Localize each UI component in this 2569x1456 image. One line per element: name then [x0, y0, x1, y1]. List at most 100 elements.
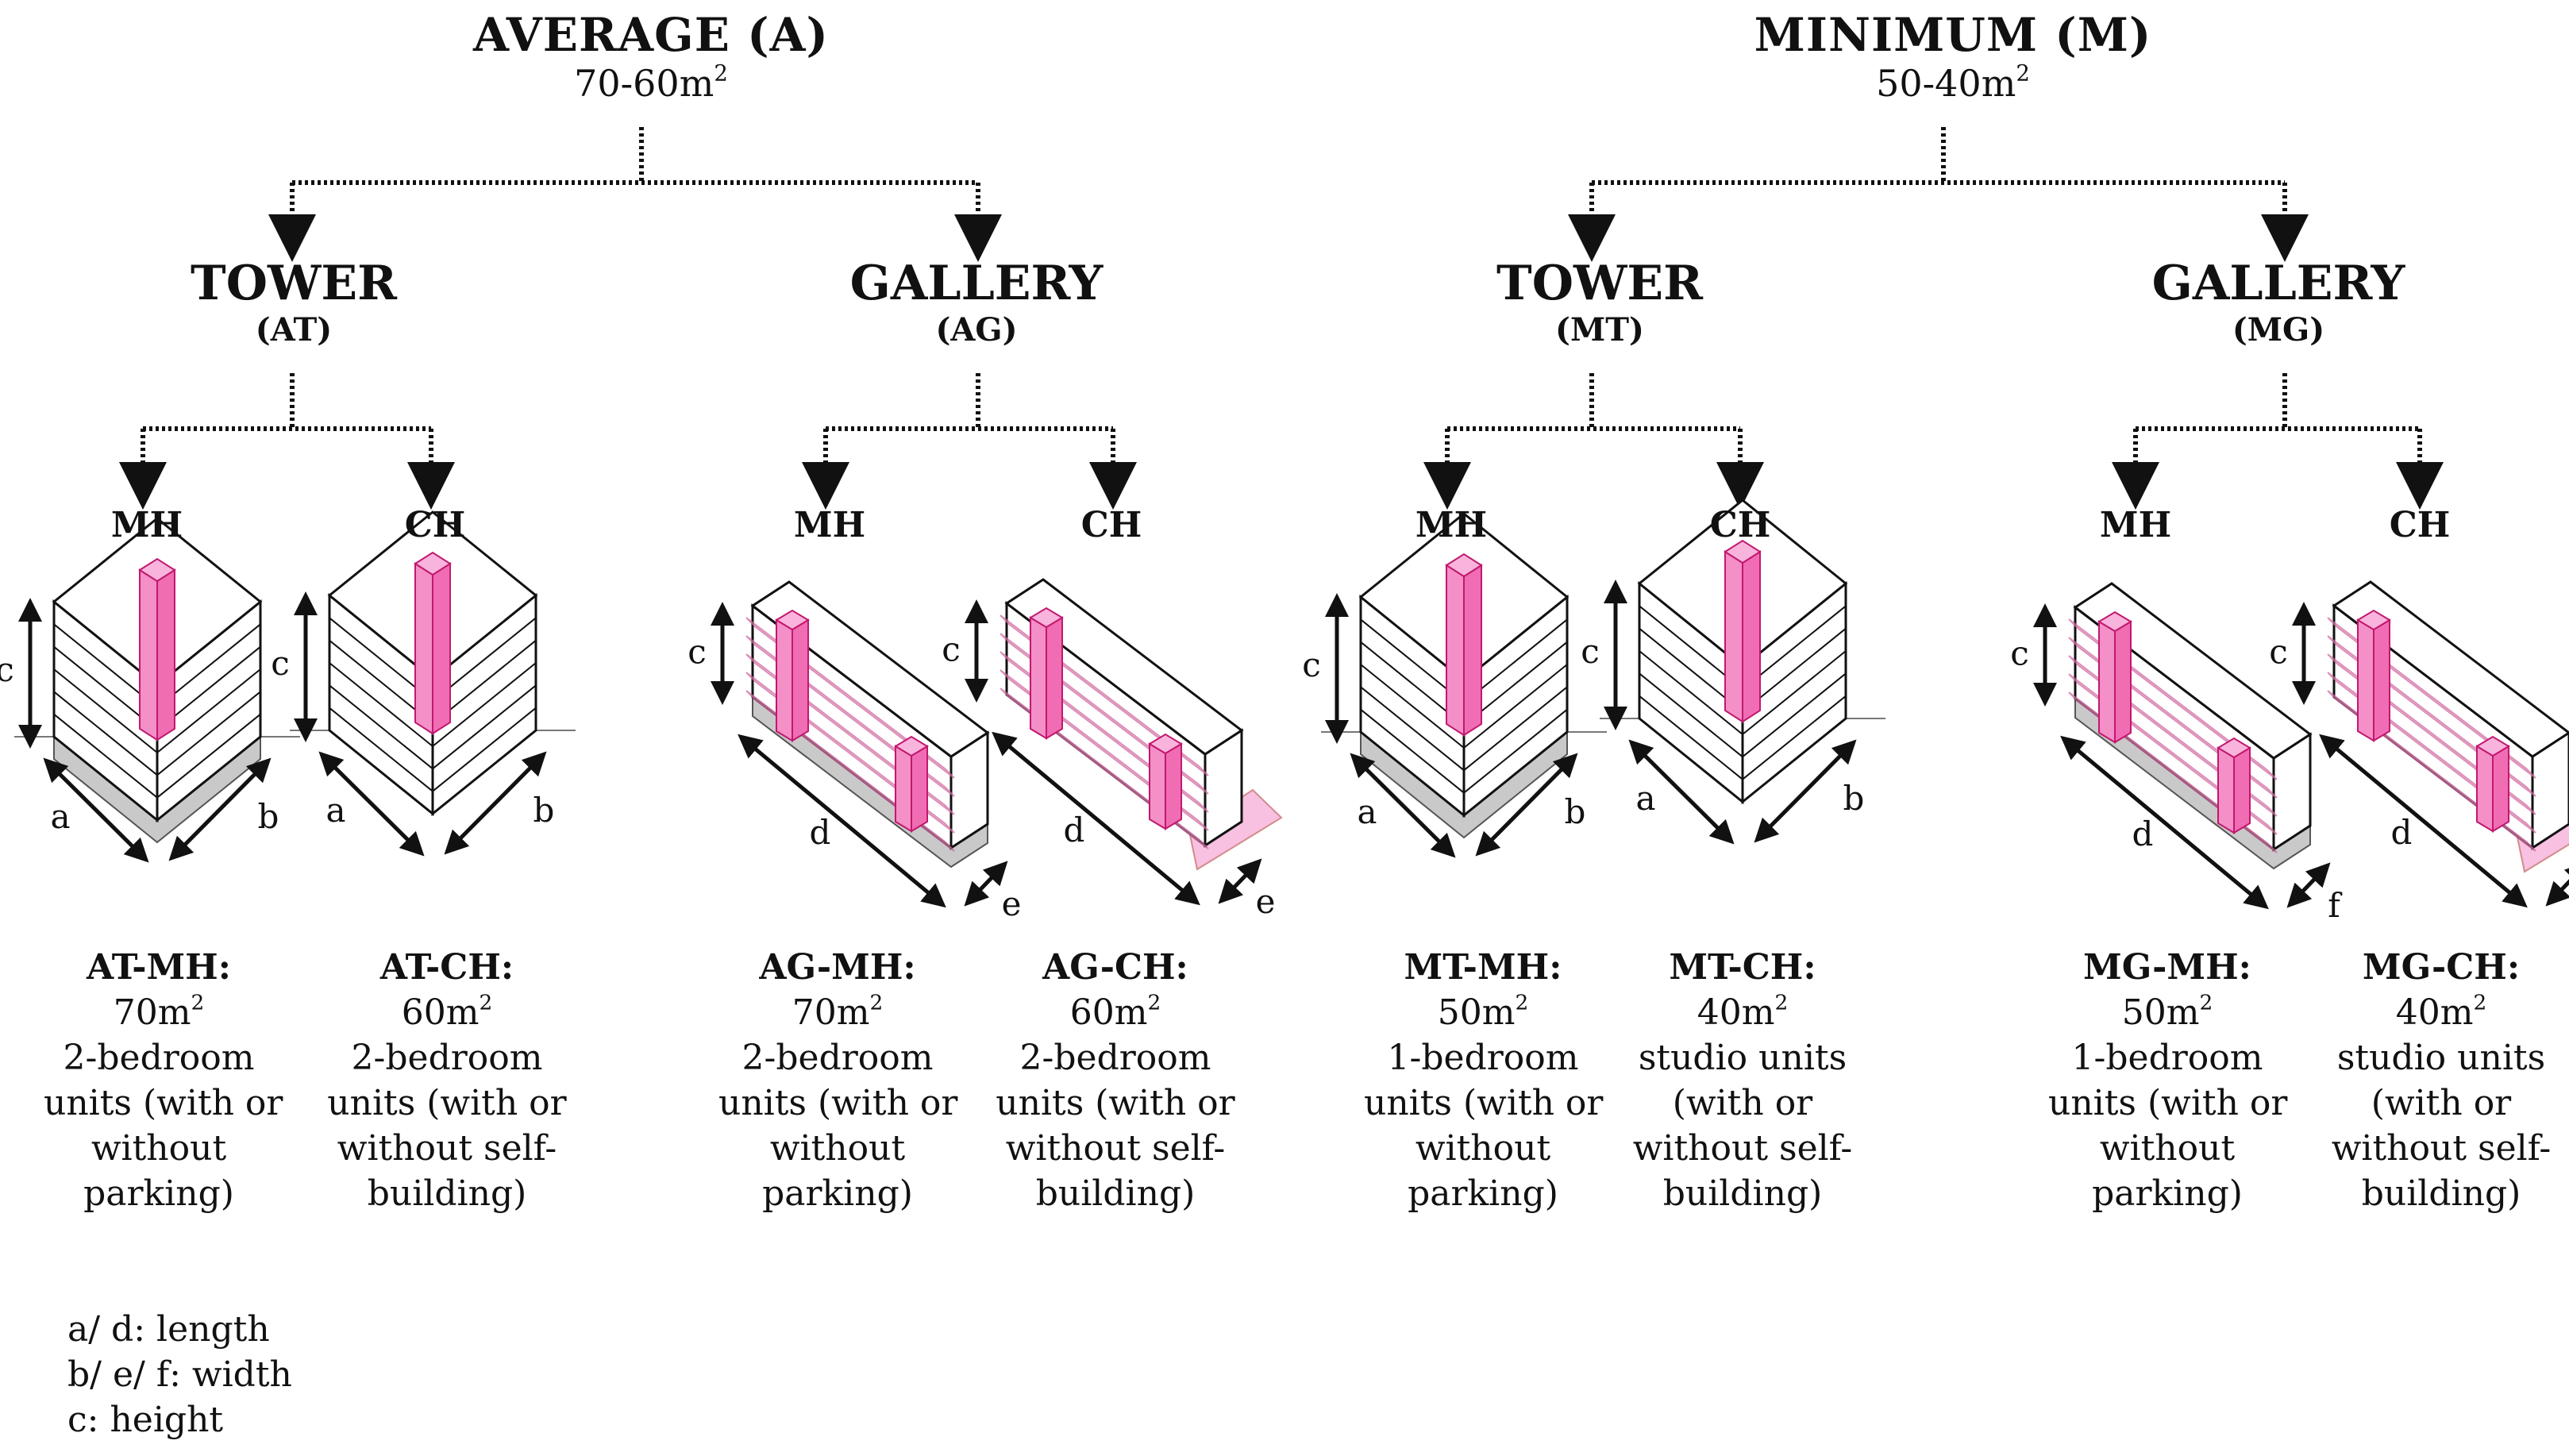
core-left-face	[2217, 746, 2235, 834]
unit-area: 50m2	[2121, 990, 2213, 1033]
legend-item: c: height	[67, 1400, 224, 1440]
type-heading-at: TOWER (AT)	[143, 256, 445, 349]
legend-item: b/ e/ f: width	[67, 1354, 292, 1395]
variant-label: MH	[2099, 505, 2172, 545]
floor-line	[329, 684, 537, 770]
unit-area: 40m2	[1697, 990, 1789, 1033]
gallery-end-wall	[2531, 731, 2569, 850]
dimension-arrow	[43, 757, 149, 863]
dimension-arrow	[444, 751, 547, 855]
floor-line	[1360, 708, 1568, 794]
dimension-label: c	[0, 650, 14, 689]
type-heading-ag: GALLERY (AG)	[826, 256, 1127, 349]
floor-line	[329, 707, 537, 792]
dimension-arrow	[318, 751, 425, 857]
floor-line	[329, 662, 537, 748]
floor-line	[53, 691, 261, 776]
unit-code: MG-MH:	[2083, 947, 2251, 988]
dimension-label: f	[2328, 886, 2343, 925]
unit-code: MT-CH:	[1669, 947, 1816, 988]
dimension-label: a	[1357, 792, 1377, 831]
core-right-face	[156, 568, 175, 741]
dimension-label: b	[533, 791, 555, 830]
group-average: AVERAGE (A) 70-60m2	[429, 8, 873, 105]
core-left-face	[414, 562, 433, 735]
group-minimum: MINIMUM (M) 50-40m2	[1731, 8, 2175, 105]
dimension-arrow	[1218, 858, 1262, 904]
core-left-face	[1724, 550, 1743, 723]
tree-connectors	[119, 127, 2444, 510]
gallery-roof	[750, 580, 990, 758]
unit-area: 60m2	[1069, 990, 1161, 1033]
unit-code: MG-CH:	[2362, 947, 2521, 988]
dimension-label: a	[325, 791, 345, 830]
floor-line	[53, 668, 261, 754]
unit-area: 50m2	[1437, 990, 1529, 1033]
variant-label: CH	[1709, 505, 1771, 545]
unit-code: AG-CH:	[1042, 947, 1188, 988]
dimension-label: b	[1565, 792, 1586, 831]
dimension-arrow	[738, 734, 946, 908]
core-top-face	[2097, 611, 2132, 633]
core-left-face	[1149, 742, 1166, 830]
dimension-label: c	[271, 644, 290, 683]
group-title: AVERAGE (A)	[472, 8, 829, 62]
core-left-face	[776, 618, 793, 742]
core-left-face	[2476, 745, 2494, 833]
core-right-face	[1046, 616, 1063, 740]
core-right-face	[1742, 550, 1761, 723]
core-right-face	[432, 562, 451, 735]
core-right-face	[791, 618, 809, 742]
variant-label: CH	[2389, 505, 2451, 545]
dimension-label: c	[1302, 645, 1321, 684]
dimension-arrow	[2545, 861, 2569, 907]
floor-line	[1360, 686, 1568, 772]
core-right-face	[2233, 746, 2251, 834]
core-top-face	[414, 551, 452, 576]
unit-code: MT-MH:	[1404, 947, 1562, 988]
unit-description-ag-mh: AG-MH: 70m2 2-bedroom units (with or wit…	[718, 945, 957, 1216]
group-area: 70-60m2	[574, 60, 728, 105]
dimension-label: d	[2132, 815, 2154, 853]
floor-line	[1360, 664, 1568, 749]
variant-label: CH	[404, 505, 466, 545]
tower-building: c a b	[271, 510, 576, 857]
floor-line	[53, 713, 261, 799]
dimension-label: d	[2391, 813, 2413, 852]
dimension-arrow	[1475, 753, 1578, 857]
unit-description-mt-mh: MT-MH: 50m2 1-bedroom units (with or wit…	[1364, 945, 1603, 1216]
variant-label: CH	[1080, 505, 1142, 545]
dimension-label: d	[1064, 811, 1085, 849]
core-left-face	[139, 568, 158, 741]
dimension-label: a	[50, 797, 70, 836]
unit-description-mg-ch: MG-CH: 40m2 studio units (with or withou…	[2318, 945, 2564, 1216]
unit-description-at-ch: AT-CH: 60m2 2-bedroom units (with or wit…	[324, 945, 570, 1216]
type-title: TOWER	[1496, 256, 1703, 311]
type-title: GALLERY	[849, 256, 1103, 311]
core-left-face	[895, 745, 912, 833]
dimension-label: d	[810, 813, 831, 852]
core-left-face	[1446, 564, 1465, 737]
type-title: GALLERY	[2151, 256, 2405, 311]
type-code: (AT)	[255, 311, 333, 349]
gallery-building: c d f	[2010, 582, 2343, 925]
dimension-label: e	[1256, 882, 1276, 921]
core-top-face	[2356, 609, 2391, 631]
core-top-face	[1029, 607, 1064, 629]
floor-line	[1639, 672, 1847, 758]
type-heading-mt: TOWER (MT)	[1449, 256, 1751, 349]
unit-description-mg-mh: MG-MH: 50m2 1-bedroom units (with or wit…	[2048, 945, 2287, 1216]
group-title: MINIMUM (M)	[1754, 8, 2152, 62]
dimension-label: e	[1002, 884, 1022, 923]
core-right-face	[2114, 620, 2132, 744]
core-right-face	[2492, 745, 2509, 833]
type-code: (MT)	[1555, 311, 1644, 349]
floor-line	[1639, 695, 1847, 780]
dimension-arrow	[2286, 862, 2331, 908]
gallery-building: cde	[942, 578, 1283, 921]
unit-description-mt-ch: MT-CH: 40m2 studio units (with or withou…	[1620, 945, 1866, 1216]
core-right-face	[2373, 618, 2390, 742]
dimension-label: c	[2269, 633, 2288, 672]
